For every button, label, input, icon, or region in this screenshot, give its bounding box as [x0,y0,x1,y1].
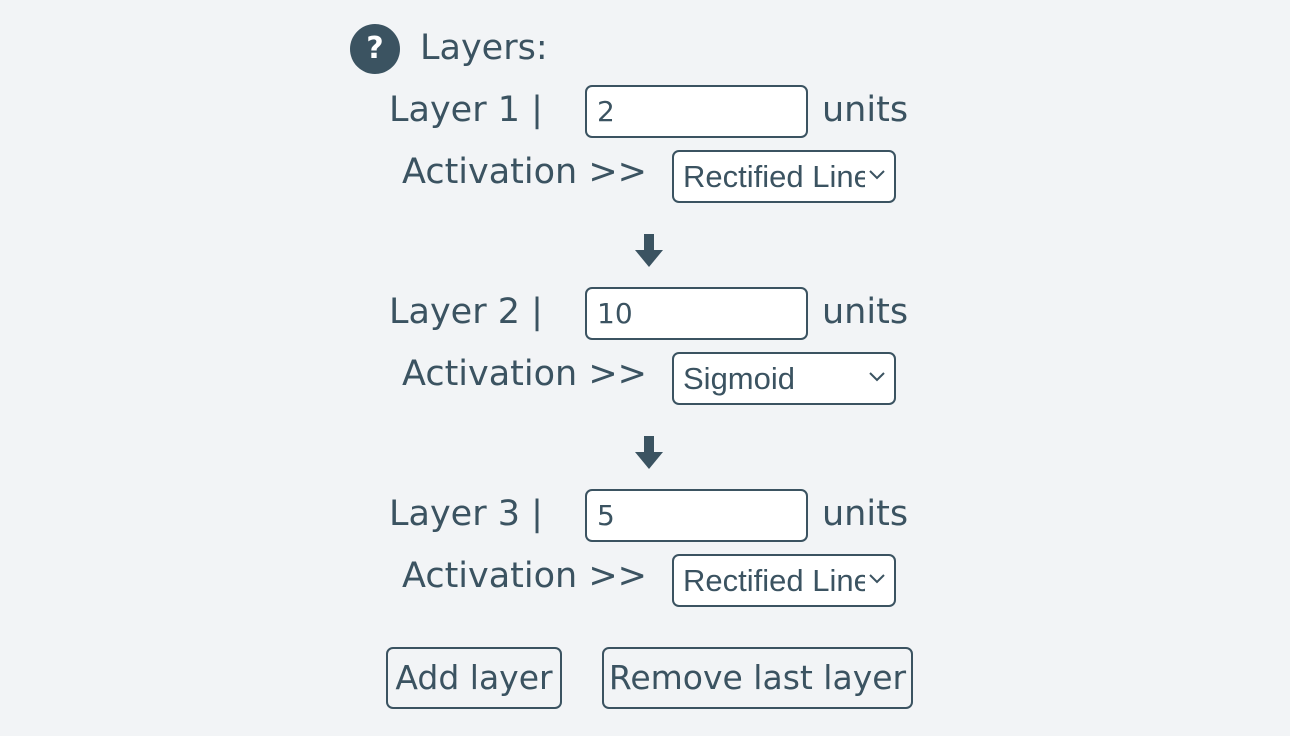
arrow-down-icon [635,436,663,469]
layer-2-units-input[interactable] [585,287,808,340]
layer-3-activation-value: Rectified Linear [683,563,865,598]
chevron-down-icon [869,372,885,382]
layer-2-activation-value: Sigmoid [683,361,795,396]
layer-2-activation-label: Activation >> [402,354,647,394]
arrow-down-icon [635,234,663,267]
layer-2-activation-select[interactable]: Sigmoid [672,352,896,405]
chevron-down-icon [869,170,885,180]
layer-3-units-label: units [822,494,909,534]
remove-last-layer-button[interactable]: Remove last layer [602,647,913,709]
help-icon[interactable]: ? [350,24,400,74]
section-title: Layers: [420,28,548,68]
layer-1-units-input[interactable] [585,85,808,138]
layer-1-label: Layer 1 | [389,90,543,130]
add-layer-button[interactable]: Add layer [386,647,562,709]
layer-2-units-label: units [822,292,909,332]
layer-3-activation-select[interactable]: Rectified Linear [672,554,896,607]
layer-3-units-input[interactable] [585,489,808,542]
layer-1-activation-label: Activation >> [402,152,647,192]
layer-1-activation-select[interactable]: Rectified Linear [672,150,896,203]
layer-1-activation-value: Rectified Linear [683,159,865,194]
layer-2-label: Layer 2 | [389,292,543,332]
layer-1-units-label: units [822,90,909,130]
layer-3-activation-label: Activation >> [402,556,647,596]
layer-3-label: Layer 3 | [389,494,543,534]
chevron-down-icon [869,574,885,584]
